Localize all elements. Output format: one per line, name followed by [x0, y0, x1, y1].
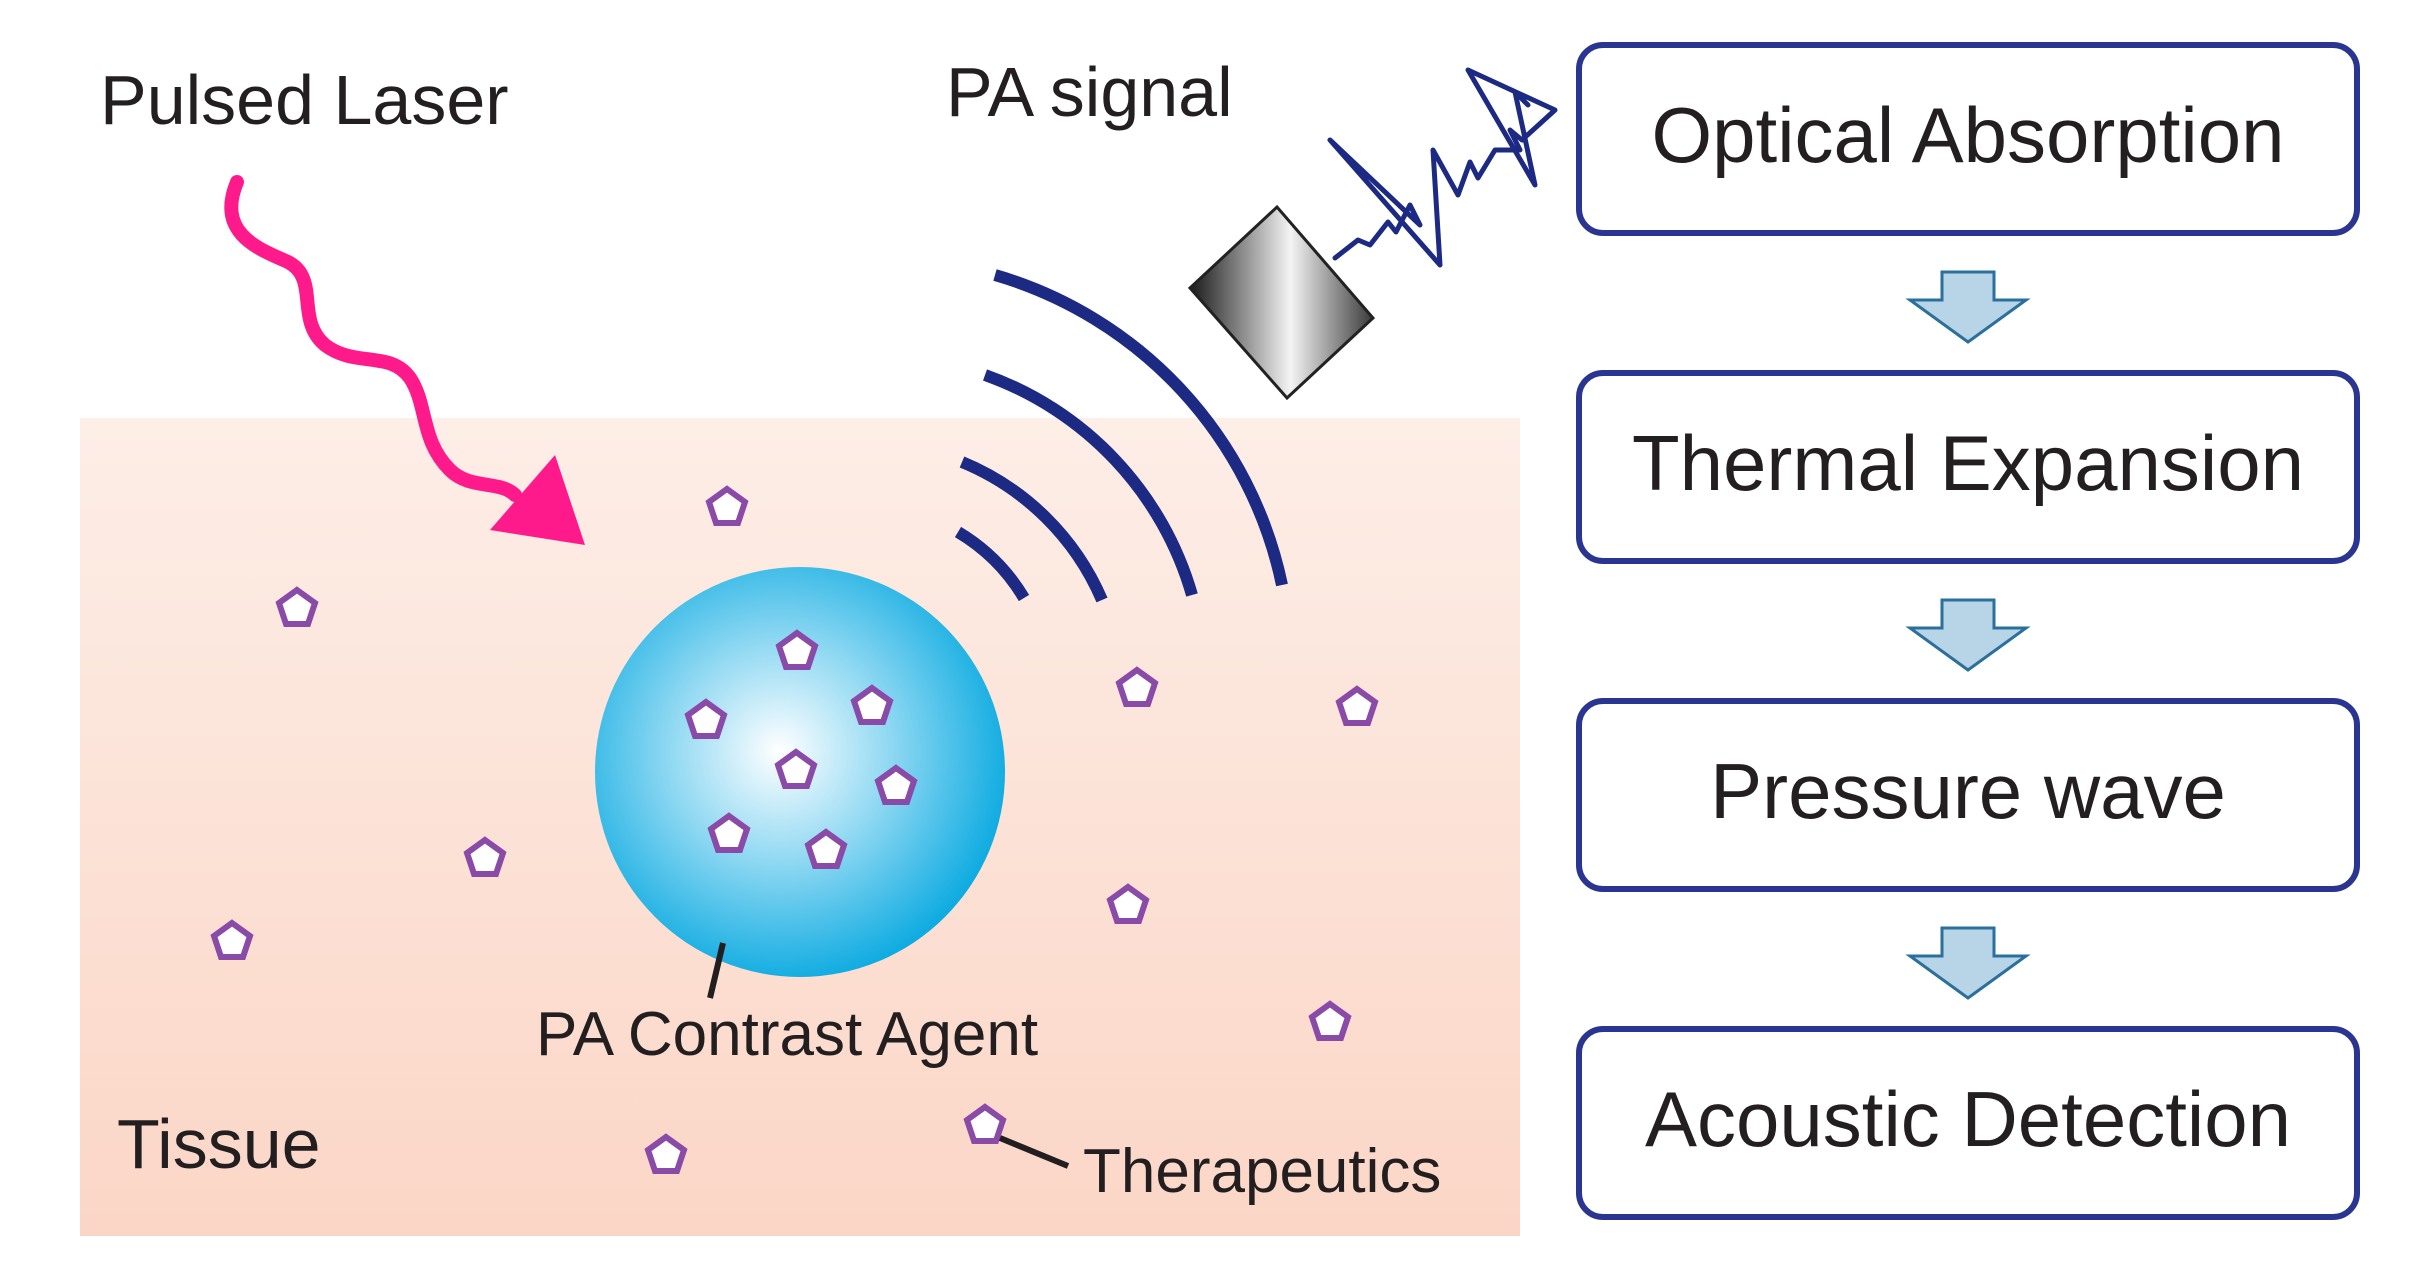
step-box-thermal-expansion [1576, 370, 2360, 564]
contrast-agent-label: PA Contrast Agent [536, 1000, 1038, 1069]
tissue-label: Tissue [117, 1105, 321, 1183]
transducer-icon [1187, 204, 1376, 401]
pa-signal-label: PA signal [946, 53, 1233, 131]
step-label-acoustic-detection: Acoustic Detection [1645, 1075, 2291, 1163]
down-arrow-icon [1905, 926, 2031, 1000]
step-label-pressure-wave: Pressure wave [1710, 747, 2226, 835]
laser-beam-icon [224, 175, 585, 545]
therapeutics-label: Therapeutics [1083, 1137, 1441, 1206]
acoustic-wave-icon [954, 269, 1288, 603]
signal-waveform-icon [1327, 67, 1558, 268]
step-box-acoustic-detection [1576, 1026, 2360, 1220]
step-box-pressure-wave [1576, 698, 2360, 892]
contrast-agent-sphere [595, 567, 1005, 977]
contrast-agent-leader [707, 942, 726, 999]
therapeutics-leader [998, 1135, 1070, 1169]
step-box-optical-absorption [1576, 42, 2360, 236]
process-flow: Optical Absorption Thermal Expansion Pre… [1576, 42, 2360, 1220]
pulsed-laser-label: Pulsed Laser [100, 61, 509, 139]
down-arrow-icon [1905, 270, 2031, 344]
step-label-thermal-expansion: Thermal Expansion [1632, 419, 2304, 507]
step-label-optical-absorption: Optical Absorption [1651, 91, 2284, 179]
down-arrow-icon [1905, 598, 2031, 672]
